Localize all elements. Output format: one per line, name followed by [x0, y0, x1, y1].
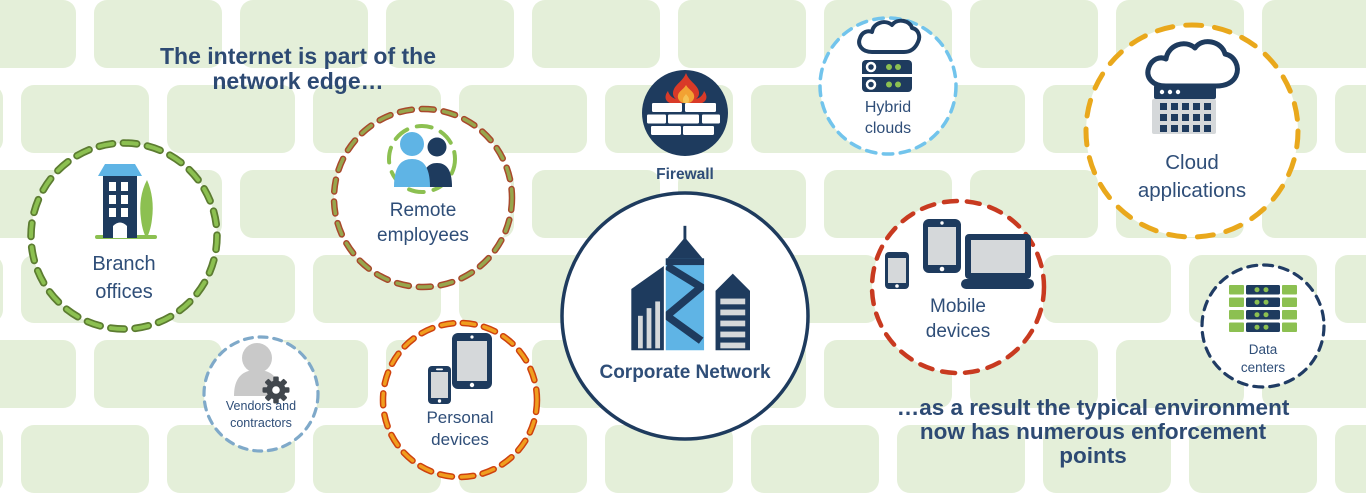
node-hybrid-clouds: Hybrid clouds [816, 14, 960, 158]
node-branch-offices: Branch offices [25, 137, 223, 335]
data-centers-label: Data centers [1240, 342, 1286, 375]
person-gear-icon [234, 343, 290, 404]
node-corporate-network: Corporate Network [557, 188, 813, 444]
node-remote-employees: Remote employees [328, 103, 518, 293]
node-data-centers: Data centers [1199, 262, 1327, 390]
corporate-network-label: Corporate Network [599, 362, 771, 383]
phone-tablet-icon [428, 333, 492, 404]
remote-employees-label: Remote employees [377, 200, 469, 246]
gear-icon [262, 376, 290, 404]
office-building-icon [95, 164, 157, 239]
mobile-devices-icon [885, 219, 1034, 289]
remote-people-icon [387, 124, 457, 194]
remote-employees-ring [330, 105, 516, 291]
mobile-devices-label: Mobile devices [925, 296, 991, 342]
node-vendors-contractors: Vendors and contractors [200, 333, 322, 455]
node-mobile-devices: Mobile devices [867, 196, 1049, 378]
heading-enforcement-points: …as a result the typical environment now… [896, 395, 1290, 468]
node-personal-devices: Personal devices [378, 318, 542, 482]
firewall-label: Firewall [656, 166, 714, 183]
cloud-app-icon [1145, 39, 1240, 134]
city-buildings-icon [631, 225, 750, 351]
node-cloud-applications: Cloud applications [1081, 20, 1303, 242]
server-rack-icon [1229, 285, 1297, 332]
cloud-applications-label: Cloud applications [1137, 151, 1247, 202]
personal-devices-ring [379, 319, 541, 481]
hybrid-clouds-label: Hybrid clouds [864, 99, 912, 137]
firewall-icon [642, 70, 728, 156]
vendors-contractors-label: Vendors and contractors [225, 399, 297, 430]
heading-internet-edge: The internet is part of the network edge… [159, 43, 437, 94]
cloud-server-icon [857, 18, 922, 92]
branch-offices-label: Branch offices [92, 253, 156, 303]
node-firewall: Firewall [615, 64, 755, 189]
personal-devices-label: Personal devices [426, 408, 494, 449]
